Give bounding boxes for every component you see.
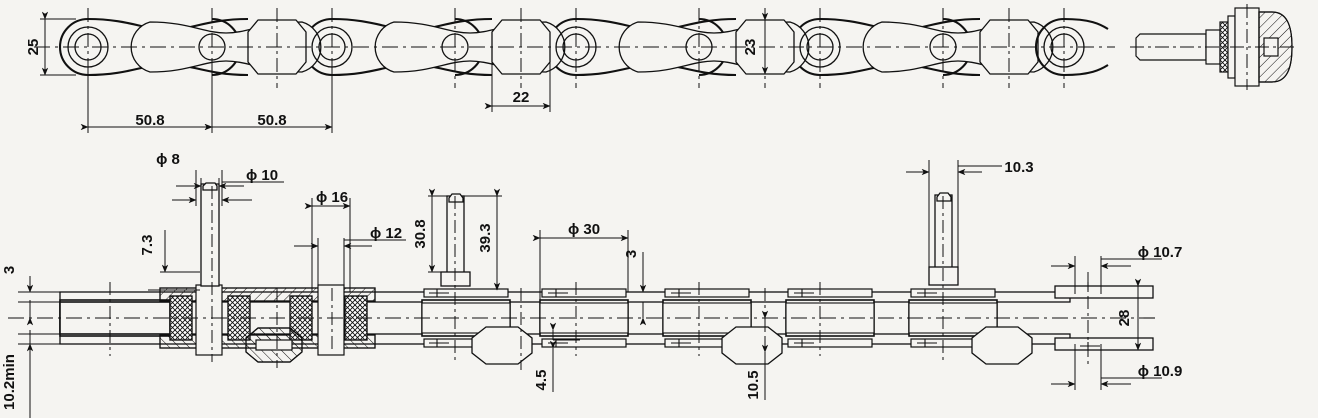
dim-label-dia-10-9: ϕ 10.9 <box>1138 363 1183 380</box>
dim-10-3 <box>906 160 1002 272</box>
dim-label-dia-30: ϕ 30 <box>568 221 600 238</box>
section-attachment-block <box>159 284 376 363</box>
dim-dia-8 <box>176 178 244 194</box>
dim-label-3-mid: 3 <box>623 250 640 258</box>
section-barrel-lozenges <box>471 326 1033 365</box>
pin-detail-view <box>1130 4 1298 90</box>
dim-plan-roller-22 <box>484 60 551 112</box>
dim-dia-10-9 <box>1051 344 1162 390</box>
dim-4-5 <box>549 322 580 392</box>
dim-label-pitch-right: 50.8 <box>257 112 286 129</box>
dim-plan-height-25 <box>40 11 76 76</box>
section-inner-plates <box>423 288 996 348</box>
dim-dia-10-7 <box>1051 256 1162 294</box>
dim-label-dia-10-7: ϕ 10.7 <box>1138 244 1183 261</box>
dim-3-left <box>18 276 60 326</box>
dim-label-7-3: 7.3 <box>139 235 156 256</box>
dim-label-10-3: 10.3 <box>1004 159 1033 176</box>
dim-label-39-3: 39.3 <box>477 223 494 252</box>
dim-plan-pitch <box>80 60 333 133</box>
dim-label-dia-8: ϕ 8 <box>156 151 180 168</box>
dim-30-8 <box>428 188 448 273</box>
dim-label-28: 28 <box>1116 310 1133 327</box>
dim-label-22: 22 <box>513 89 530 106</box>
dim-39-3 <box>464 188 502 291</box>
dim-label-10-2min: 10.2min <box>1 354 18 410</box>
dim-dia-30 <box>532 230 629 300</box>
dim-label-4-5: 4.5 <box>533 370 550 391</box>
stud-left <box>200 182 220 287</box>
dim-dia-12 <box>294 238 406 292</box>
dim-label-25: 25 <box>25 39 42 56</box>
dim-label-3-left: 3 <box>1 266 18 274</box>
dim-label-pitch-left: 50.8 <box>135 112 164 129</box>
dim-7-3 <box>148 230 200 291</box>
dim-28 <box>1133 278 1153 351</box>
plan-pin-centerlines <box>87 8 1065 88</box>
dim-label-dia-12: ϕ 12 <box>370 225 402 242</box>
dim-label-30-8: 30.8 <box>412 219 429 248</box>
section-view <box>8 182 1160 372</box>
dim-10-2-min <box>18 300 60 418</box>
dim-label-dia-10: ϕ 10 <box>246 167 278 184</box>
dim-dia-10 <box>172 170 284 206</box>
dim-label-dia-16: ϕ 16 <box>316 189 348 206</box>
plan-view <box>34 8 1115 88</box>
dim-label-10-5: 10.5 <box>745 370 762 399</box>
section-right-hole-plates <box>1054 285 1154 351</box>
dim-label-23: 23 <box>742 39 759 56</box>
